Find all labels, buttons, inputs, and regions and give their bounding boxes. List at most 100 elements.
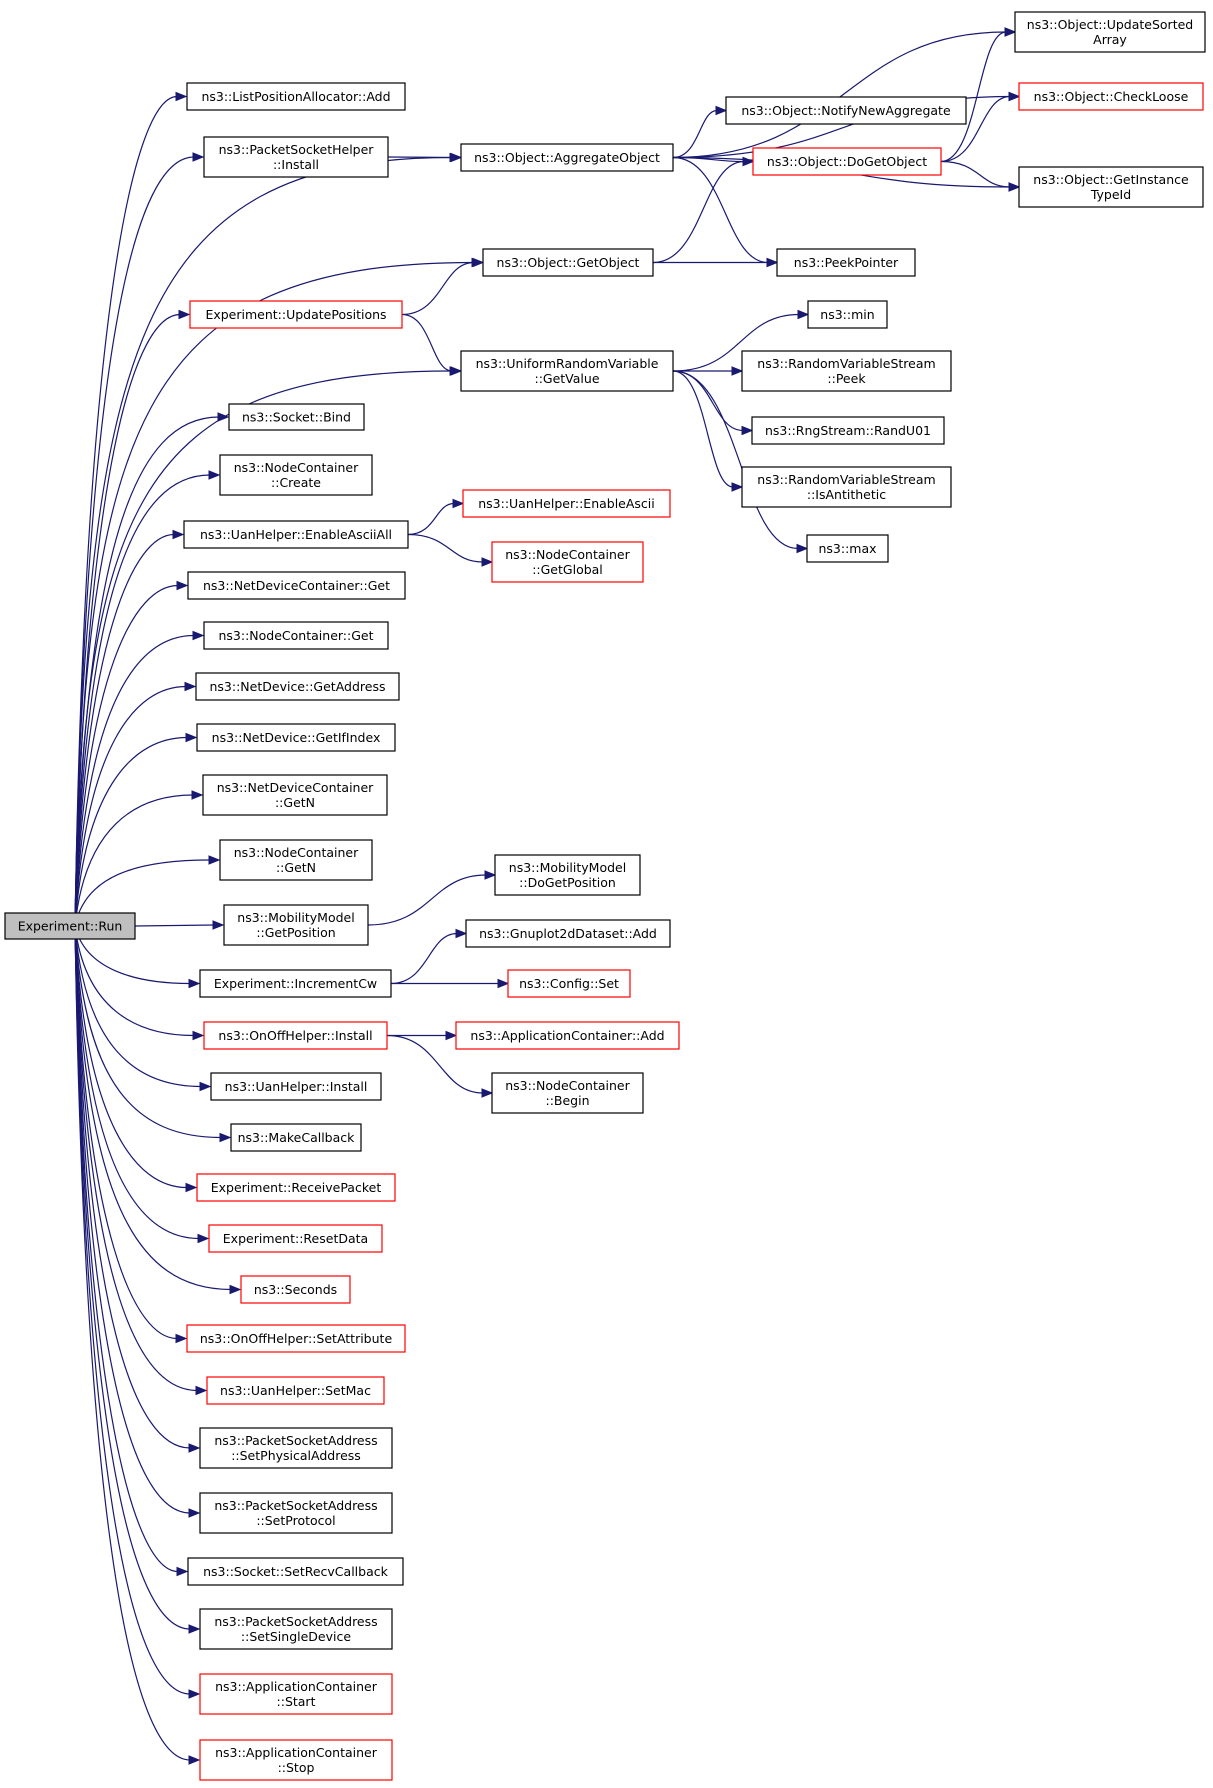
node-label: ns3::Socket::Bind	[242, 410, 351, 425]
call-edge-run-to-psa_setsingle	[74, 925, 201, 1634]
node-sock-setrecv[interactable]: ns3::Socket::SetRecvCallback	[187, 1557, 404, 1586]
node-nd-getifidx[interactable]: ns3::NetDevice::GetIfIndex	[196, 723, 396, 752]
node-psh-install[interactable]: ns3::PacketSocketHelper::Install	[203, 136, 389, 178]
node-uan-enable[interactable]: ns3::UanHelper::EnableAscii	[462, 489, 671, 518]
call-edge-uan_enable_all-to-nc_getglobal	[407, 533, 494, 567]
node-rvs-isanti[interactable]: ns3::RandomVariableStream::IsAntithetic	[741, 466, 952, 508]
node-recv-pkt[interactable]: Experiment::ReceivePacket	[196, 1173, 396, 1202]
node-seconds[interactable]: ns3::Seconds	[240, 1275, 351, 1304]
node-label: Array	[1093, 32, 1127, 47]
node-label: ns3::PacketSocketHelper	[219, 142, 375, 157]
node-peekpointer[interactable]: ns3::PeekPointer	[776, 248, 916, 277]
call-edge-run-to-psh_install	[74, 152, 205, 927]
node-urv-getvalue[interactable]: ns3::UniformRandomVariable::GetValue	[460, 350, 674, 392]
node-label: ns3::NetDeviceContainer	[217, 780, 374, 795]
node-label: Experiment::ResetData	[223, 1231, 368, 1246]
node-label: ::Start	[277, 1694, 316, 1709]
node-label: ns3::UanHelper::Install	[225, 1079, 368, 1094]
node-label: ns3::max	[818, 541, 876, 556]
node-label: ns3::Object::GetInstance	[1033, 172, 1189, 187]
call-edge-urv_getvalue-to-rvs_isanti	[672, 370, 744, 492]
call-edge-run-to-ac_start	[74, 925, 201, 1699]
call-edge-run-to-mm_getpos	[134, 920, 225, 930]
node-make-cb[interactable]: ns3::MakeCallback	[230, 1123, 362, 1152]
node-label: ns3::OnOffHelper::SetAttribute	[200, 1331, 393, 1346]
node-nd-getaddr[interactable]: ns3::NetDevice::GetAddress	[195, 672, 400, 701]
node-ac-stop[interactable]: ns3::ApplicationContainer::Stop	[199, 1739, 393, 1781]
node-nc-create[interactable]: ns3::NodeContainer::Create	[219, 454, 373, 496]
node-rng-randu01[interactable]: ns3::RngStream::RandU01	[751, 416, 945, 445]
node-label: ::SetSingleDevice	[241, 1629, 351, 1644]
node-mm-getpos[interactable]: ns3::MobilityModel::GetPosition	[223, 904, 369, 946]
node-label: ns3::NodeContainer	[234, 845, 359, 860]
node-ndc-get[interactable]: ns3::NetDeviceContainer::Get	[187, 571, 406, 600]
node-min[interactable]: ns3::min	[807, 300, 888, 329]
node-label: ns3::UanHelper::EnableAsciiAll	[200, 527, 392, 542]
call-edge-urv_getvalue-to-min	[672, 309, 810, 372]
node-max[interactable]: ns3::max	[806, 534, 889, 563]
node-inc-cw[interactable]: Experiment::IncrementCw	[199, 969, 392, 998]
node-label: ::Install	[273, 157, 319, 172]
node-label: ns3::Gnuplot2dDataset::Add	[479, 926, 657, 941]
node-psa-setsingle[interactable]: ns3::PacketSocketAddress::SetSingleDevic…	[199, 1608, 393, 1650]
node-psa-setproto[interactable]: ns3::PacketSocketAddress::SetProtocol	[199, 1492, 393, 1534]
node-label: ::IsAntithetic	[807, 487, 886, 502]
node-update-pos[interactable]: Experiment::UpdatePositions	[189, 300, 403, 329]
call-edge-urv_getvalue-to-max	[672, 370, 809, 554]
call-edge-run-to-reset_data	[74, 925, 210, 1244]
node-dogetobject[interactable]: ns3::Object::DoGetObject	[752, 147, 942, 176]
node-label: ns3::UanHelper::EnableAscii	[478, 496, 655, 511]
call-edge-getobject-to-dogetobject	[652, 156, 755, 264]
node-mm-dogetpos[interactable]: ns3::MobilityModel::DoGetPosition	[494, 854, 641, 896]
node-label: ns3::PacketSocketAddress	[214, 1498, 377, 1513]
call-edge-run-to-psa_setproto	[74, 925, 201, 1518]
node-label: ::GetValue	[534, 371, 599, 386]
node-label: ns3::PeekPointer	[794, 255, 899, 270]
node-socket-bind[interactable]: ns3::Socket::Bind	[228, 403, 365, 431]
node-label: ::GetGlobal	[532, 562, 603, 577]
node-uan-install[interactable]: ns3::UanHelper::Install	[210, 1072, 382, 1101]
node-label: ns3::MobilityModel	[509, 860, 626, 875]
node-reset-data[interactable]: Experiment::ResetData	[208, 1224, 383, 1253]
call-edge-inc_cw-to-gp_add	[390, 928, 468, 985]
node-label: ::Peek	[827, 371, 866, 386]
call-edge-onoff_install-to-nc_begin	[386, 1034, 494, 1098]
node-label: ::DoGetPosition	[519, 875, 616, 890]
node-nc-begin[interactable]: ns3::NodeContainer::Begin	[491, 1072, 644, 1114]
node-nc-getglobal[interactable]: ns3::NodeContainer::GetGlobal	[491, 541, 644, 583]
call-edge-mm_getpos-to-mm_dogetpos	[367, 870, 497, 926]
node-nc-getn[interactable]: ns3::NodeContainer::GetN	[219, 839, 373, 881]
node-getobject[interactable]: ns3::Object::GetObject	[482, 248, 654, 277]
call-edge-run-to-ndc_get	[74, 580, 189, 927]
node-label: ns3::MobilityModel	[237, 910, 354, 925]
node-uan-setmac[interactable]: ns3::UanHelper::SetMac	[206, 1376, 385, 1405]
node-ac-start[interactable]: ns3::ApplicationContainer::Start	[199, 1673, 393, 1715]
node-label: ns3::PacketSocketAddress	[214, 1614, 377, 1629]
node-gp-add[interactable]: ns3::Gnuplot2dDataset::Add	[465, 919, 671, 948]
node-aggregate[interactable]: ns3::Object::AggregateObject	[460, 143, 674, 172]
node-label: ns3::ApplicationContainer::Add	[470, 1028, 664, 1043]
node-checkloose[interactable]: ns3::Object::CheckLoose	[1018, 82, 1204, 111]
call-edge-run-to-ac_stop	[74, 925, 201, 1765]
node-nc-get[interactable]: ns3::NodeContainer::Get	[203, 621, 389, 650]
node-uan-enable-all[interactable]: ns3::UanHelper::EnableAsciiAll	[183, 520, 409, 549]
call-edge-run-to-psa_setphys	[74, 925, 201, 1453]
node-notify-new[interactable]: ns3::Object::NotifyNewAggregate	[725, 96, 967, 125]
node-ac-add[interactable]: ns3::ApplicationContainer::Add	[455, 1021, 680, 1050]
node-listpos[interactable]: ns3::ListPositionAllocator::Add	[186, 82, 406, 111]
call-edge-aggregate-to-notify_new	[672, 105, 728, 159]
node-onoff-install[interactable]: ns3::OnOffHelper::Install	[203, 1021, 388, 1050]
node-config-set[interactable]: ns3::Config::Set	[507, 969, 631, 998]
node-label: Experiment::IncrementCw	[214, 976, 377, 991]
call-edge-run-to-sock_setrecv	[74, 925, 189, 1577]
node-psa-setphys[interactable]: ns3::PacketSocketAddress::SetPhysicalAdd…	[199, 1427, 393, 1469]
call-edge-getobject-to-peekpointer	[653, 257, 779, 268]
call-edge-urv_getvalue-to-rng_randu01	[672, 370, 754, 436]
node-rvs-peek[interactable]: ns3::RandomVariableStream::Peek	[741, 350, 952, 392]
node-onoff-setattr[interactable]: ns3::OnOffHelper::SetAttribute	[186, 1324, 406, 1353]
node-ndc-getn[interactable]: ns3::NetDeviceContainer::GetN	[202, 774, 388, 816]
node-label: ns3::NodeContainer	[505, 1078, 630, 1093]
